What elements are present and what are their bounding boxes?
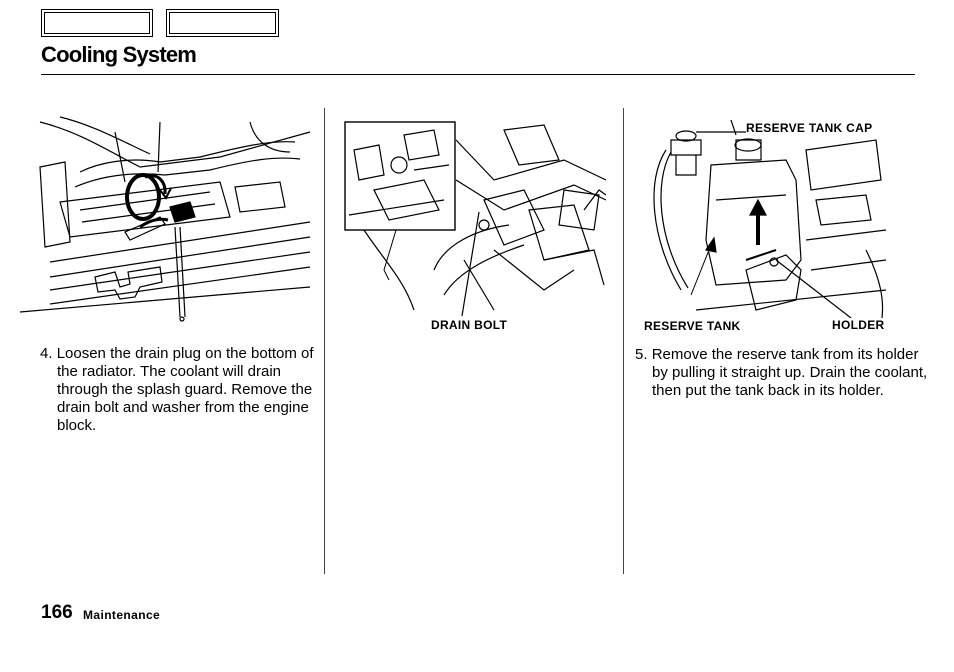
section-name[interactable]: Maintenance	[83, 608, 161, 622]
step-5: 5. Remove the reserve tank from its hold…	[635, 346, 932, 400]
step-5-number: 5.	[635, 346, 652, 363]
drain-bolt-label: DRAIN BOLT	[431, 318, 508, 332]
drain-plug-illustration	[20, 116, 311, 322]
reserve-tank-illustration	[653, 120, 886, 318]
step-5-text: Remove the reserve tank from its holder …	[651, 346, 928, 399]
step-4-number: 4.	[40, 345, 57, 362]
holder-label: HOLDER	[832, 318, 885, 332]
step-4: 4. Loosen the drain plug on the bottom o…	[40, 345, 327, 435]
reserve-tank-label: RESERVE TANK	[644, 319, 741, 333]
column-divider-right	[623, 108, 624, 574]
drain-bolt-illustration	[344, 121, 606, 316]
step-4-text: Loosen the drain plug on the bottom of t…	[56, 345, 314, 434]
reserve-tank-cap-label: RESERVE TANK CAP	[746, 121, 873, 135]
page-number: 166	[41, 602, 73, 623]
next-nav-button[interactable]	[166, 9, 279, 37]
page-title: Cooling System	[41, 42, 197, 67]
title-divider	[41, 74, 915, 75]
prev-nav-button[interactable]	[41, 9, 153, 37]
column-divider-left	[324, 108, 325, 574]
